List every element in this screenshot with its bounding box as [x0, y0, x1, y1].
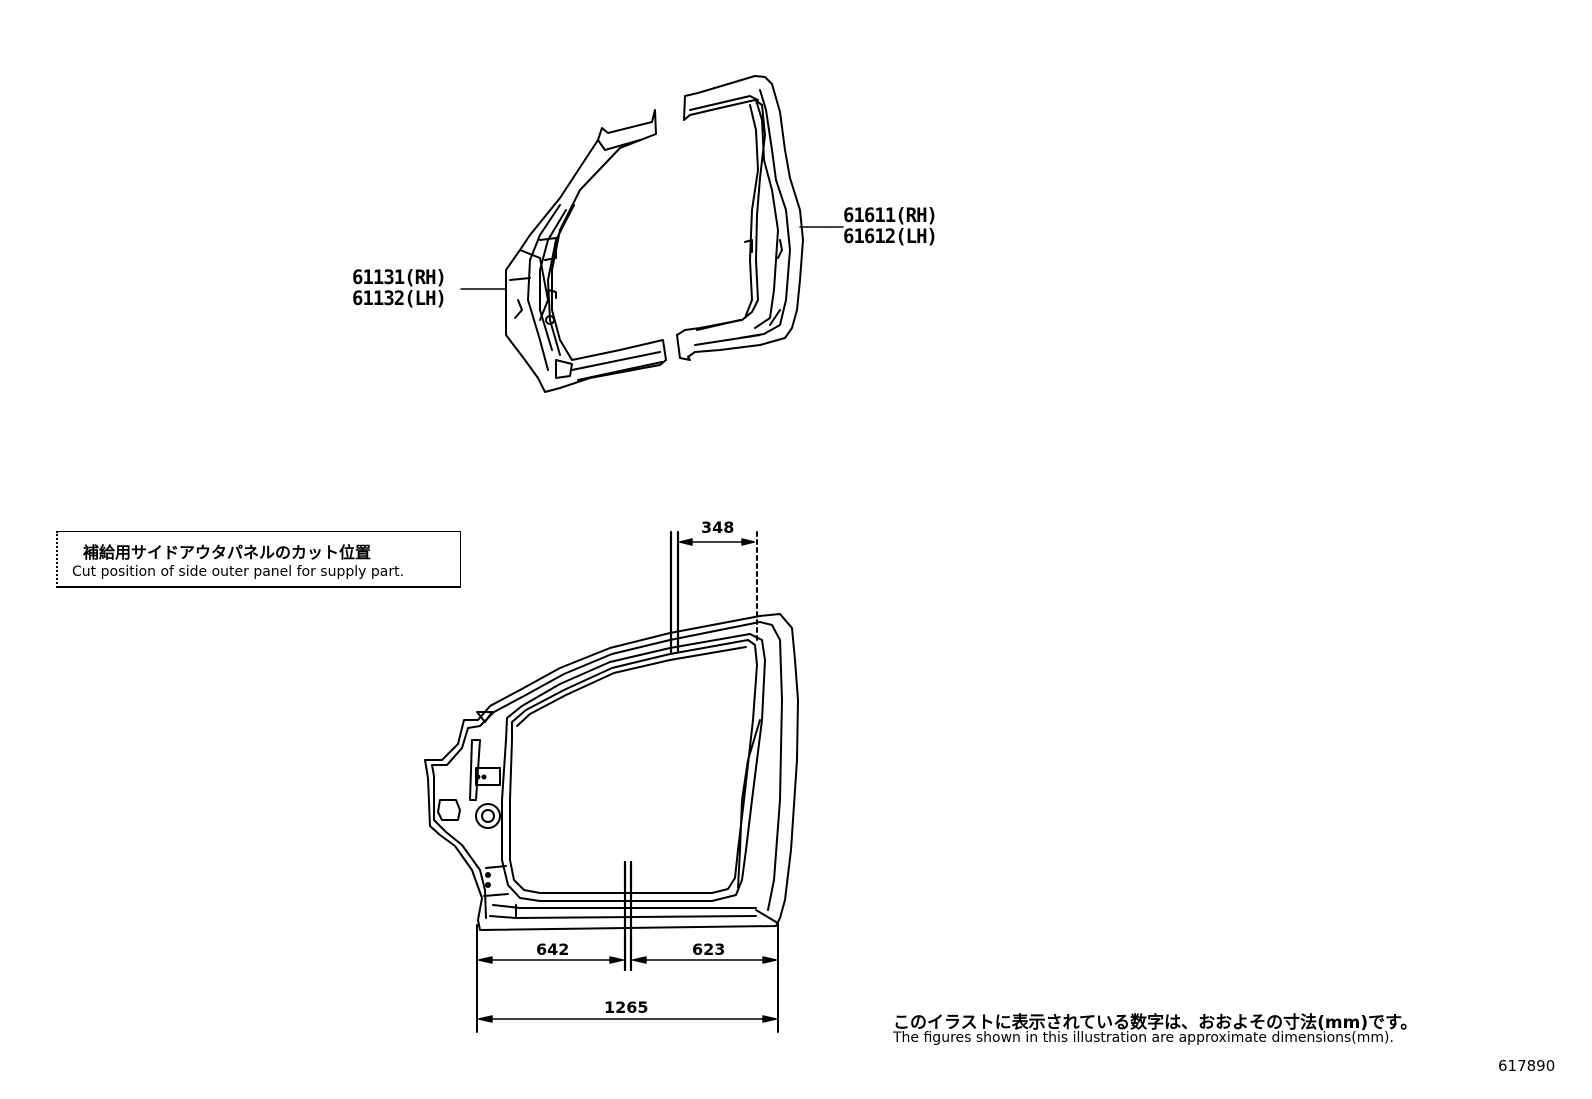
dimension-1265 [478, 1015, 777, 1023]
note-japanese: 補給用サイドアウタパネルのカット位置 [83, 543, 372, 562]
illustration-id: 617890 [1498, 1057, 1556, 1075]
note-english: Cut position of side outer panel for sup… [72, 564, 405, 580]
part-number-rh[interactable]: 61611(RH) [843, 203, 938, 228]
part-side-outer-panel [676, 75, 804, 361]
dimension-label-642: 642 [536, 940, 570, 959]
dimension-label-623: 623 [692, 940, 726, 959]
dimension-label-348: 348 [701, 518, 735, 537]
dimension-623 [632, 956, 777, 964]
dimension-348 [679, 538, 755, 546]
side-panel-cut-drawing [424, 613, 799, 931]
part-front-pillar-section [505, 109, 667, 393]
part-number-lh[interactable]: 61612(LH) [843, 224, 938, 249]
part-number-61611[interactable]: 61611(RH) 61612(LH) [843, 203, 938, 249]
dimension-642 [478, 956, 624, 964]
footer-note-english: The figures shown in this illustration a… [893, 1030, 1394, 1046]
part-number-rh[interactable]: 61131(RH) [352, 265, 447, 290]
cut-position-note-box: 補給用サイドアウタパネルのカット位置 Cut position of side … [56, 531, 461, 588]
dimension-label-1265: 1265 [604, 998, 649, 1017]
cut-line-lower [623, 860, 633, 972]
part-number-lh[interactable]: 61132(LH) [352, 286, 447, 311]
footer-note-japanese: このイラストに表示されている数字は、おおよその寸法(mm)です。 [893, 1013, 1418, 1033]
part-number-61131[interactable]: 61131(RH) 61132(LH) [352, 265, 447, 311]
cut-line-upper [669, 530, 680, 654]
